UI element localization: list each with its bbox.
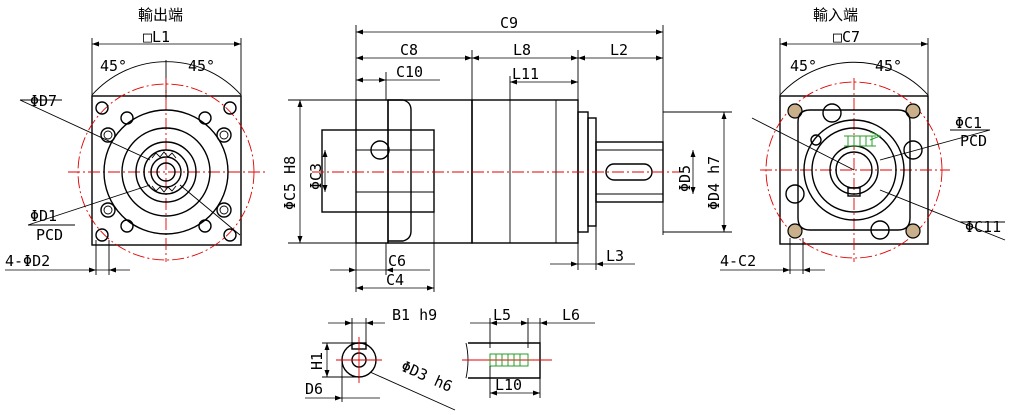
output-angle-right: 45° (188, 57, 215, 75)
key-side-view: L5 L6 L10 (462, 306, 595, 398)
input-end-title: 輸入端 (813, 6, 858, 24)
side-c9-label: C9 (500, 14, 518, 32)
output-square-label: □L1 (143, 28, 170, 46)
key-h1-label: H1 (308, 352, 326, 370)
side-c5-label: ΦC5 H8 (281, 156, 299, 210)
input-end-view: 輸入端 □C7 45° 45° (720, 6, 1006, 274)
input-holes-label: 4-C2 (720, 252, 756, 270)
key-d6-label: D6 (305, 380, 323, 398)
side-c8-label: C8 (400, 41, 418, 59)
input-pcd-label: PCD (960, 132, 987, 150)
side-c3-label: ΦC3 (307, 163, 325, 190)
output-d1-label: ΦD1 (30, 207, 57, 225)
output-pcd-label: PCD (36, 226, 63, 244)
key-l5-label: L5 (493, 306, 511, 324)
key-section-view: B1 h9 H1 D6 ΦD3 h6 (305, 306, 455, 411)
side-c6-label: C6 (388, 252, 406, 270)
side-d5-label: ΦD5 (676, 165, 694, 192)
key-l6-label: L6 (562, 306, 580, 324)
input-angle-right: 45° (875, 57, 902, 75)
side-d4-label: ΦD4 h7 (705, 156, 723, 210)
side-l2-label: L2 (610, 41, 628, 59)
side-l11-label: L11 (512, 65, 539, 83)
side-l8-label: L8 (513, 41, 531, 59)
side-view: C9 C8 L8 L2 C10 L11 (281, 14, 732, 292)
output-angle-left: 45° (100, 57, 127, 75)
key-d3-label: ΦD3 h6 (398, 357, 455, 395)
key-b1-label: B1 h9 (392, 306, 437, 324)
input-c1-label: ΦC1 (955, 114, 982, 132)
input-angle-left: 45° (790, 57, 817, 75)
output-end-view: 輸出端 □L1 45° 45° (5, 6, 265, 275)
side-c10-label: C10 (396, 63, 423, 81)
side-l3-label: L3 (606, 247, 624, 265)
output-d7-label: ΦD7 (30, 92, 57, 110)
key-l10-label: L10 (495, 376, 522, 394)
input-c11-label: ΦC11 (965, 218, 1001, 236)
input-square-label: □C7 (833, 28, 860, 46)
side-c4-label: C4 (386, 271, 404, 289)
output-holes-label: 4-ΦD2 (5, 252, 50, 270)
output-end-title: 輸出端 (138, 6, 183, 24)
